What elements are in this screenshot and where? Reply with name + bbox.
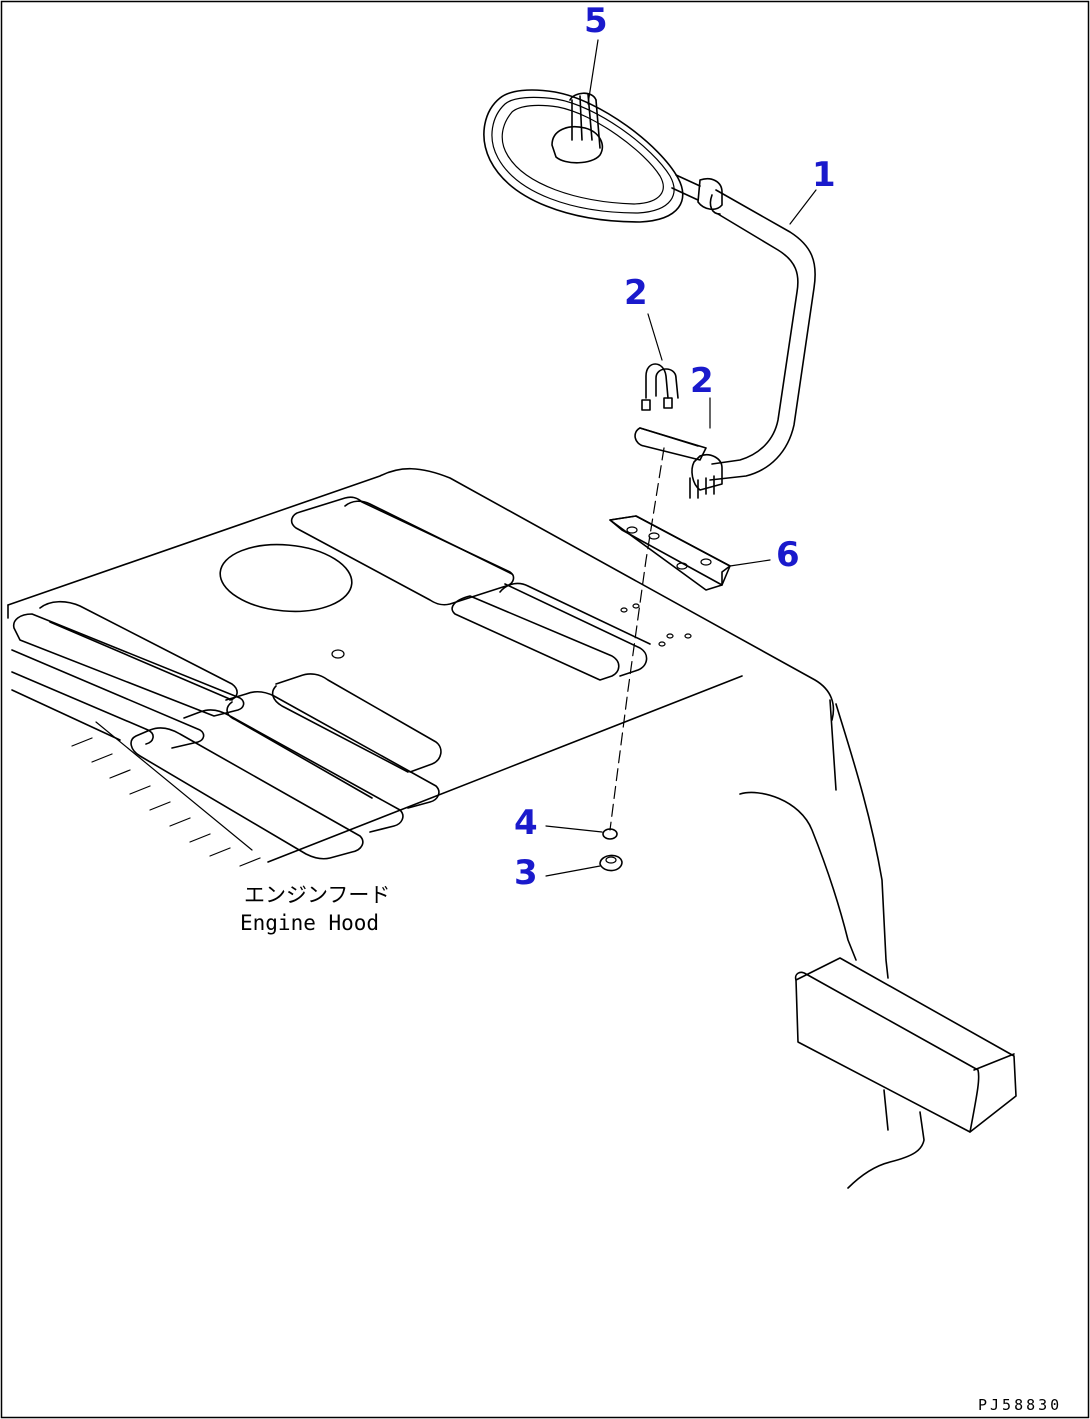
leader-lines <box>545 39 817 877</box>
callout-3: 3 <box>514 853 538 893</box>
callout-2-upper: 2 <box>624 273 648 313</box>
u-bolt <box>641 363 679 411</box>
washer <box>602 828 618 840</box>
callout-4: 4 <box>514 803 538 843</box>
nut <box>599 854 623 872</box>
engine-hood <box>7 467 925 1189</box>
part-label-en: Engine Hood <box>240 911 379 935</box>
mirror-arm <box>634 177 816 499</box>
callout-1: 1 <box>812 155 836 195</box>
callout-5: 5 <box>584 1 608 41</box>
assembly-line <box>609 447 665 831</box>
callout-2-lower: 2 <box>690 361 714 401</box>
mounting-plate <box>609 515 731 591</box>
drawing-code: PJ58830 <box>978 1396 1062 1414</box>
mirror-head <box>483 89 701 223</box>
callout-6: 6 <box>776 535 800 575</box>
step-block <box>794 957 1017 1133</box>
part-label-jp: エンジンフード <box>244 883 390 907</box>
